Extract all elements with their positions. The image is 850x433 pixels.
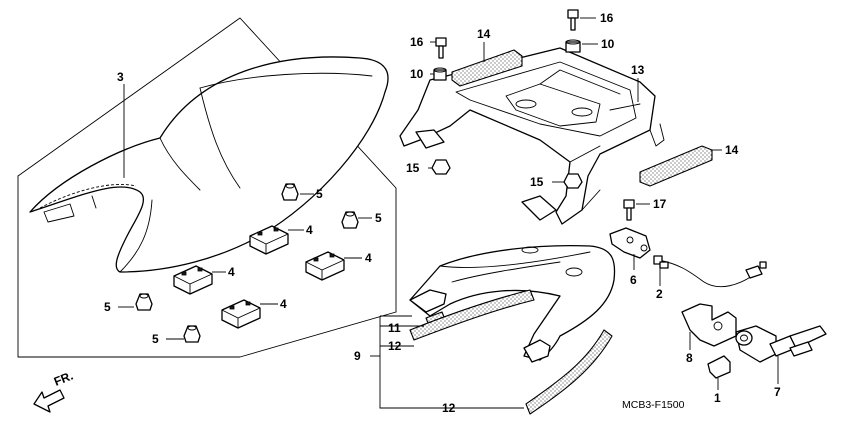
pad-part-14-top xyxy=(451,49,523,87)
callout-15: 15 xyxy=(406,161,420,175)
rear-cowl-part-9 xyxy=(409,245,616,363)
pad-part-14-right xyxy=(639,145,713,187)
drawing-code: MCB3-F1500 xyxy=(622,399,685,411)
collar-part-10-left xyxy=(433,67,447,81)
callout-9: 9 xyxy=(354,349,361,363)
callout-14: 14 xyxy=(477,27,491,41)
callout-16: 16 xyxy=(410,35,424,49)
callout-labels: 3 5 4 5 4 4 5 4 5 16 10 14 16 10 13 14 1… xyxy=(104,11,781,415)
callout-11: 11 xyxy=(388,321,401,335)
cable-part-2 xyxy=(653,255,767,288)
callout-5: 5 xyxy=(375,211,382,225)
block-part-4-c xyxy=(173,265,213,295)
seal-part-12-top xyxy=(409,289,535,341)
front-direction-label: FR. xyxy=(52,369,75,389)
callout-13: 13 xyxy=(631,63,645,77)
block-part-4-b xyxy=(305,251,345,281)
callout-7: 7 xyxy=(774,385,781,399)
bolt-part-16-right xyxy=(567,9,579,31)
callout-12: 12 xyxy=(442,401,456,415)
seal-part-12-bottom xyxy=(525,329,613,415)
callout-4: 4 xyxy=(228,265,235,279)
callout-15: 15 xyxy=(530,175,544,189)
callout-17: 17 xyxy=(653,197,667,211)
callout-4: 4 xyxy=(306,223,313,237)
bolt-part-16-left xyxy=(435,37,447,59)
callout-5: 5 xyxy=(316,187,323,201)
cushion-part-5-b xyxy=(341,211,359,229)
callout-14: 14 xyxy=(725,143,739,157)
callout-bracket-9 xyxy=(370,315,524,409)
callout-2: 2 xyxy=(656,287,663,301)
callout-4: 4 xyxy=(365,251,372,265)
callout-12: 12 xyxy=(388,339,402,353)
callout-8: 8 xyxy=(686,351,693,365)
rubber-part-15-left xyxy=(431,159,451,175)
rear-carrier-part-13 xyxy=(399,47,665,225)
front-direction-arrow-icon xyxy=(33,389,65,413)
lock-stay-part-8 xyxy=(681,303,737,347)
callout-16: 16 xyxy=(600,11,614,25)
callout-3: 3 xyxy=(117,70,124,84)
block-part-4-a xyxy=(249,225,289,255)
bolt-part-17 xyxy=(623,199,635,221)
callout-6: 6 xyxy=(630,273,637,287)
cushion-part-5-c xyxy=(135,293,153,311)
callout-1: 1 xyxy=(714,391,721,405)
seat-part-3 xyxy=(29,56,389,273)
callout-4: 4 xyxy=(280,297,287,311)
lock-bracket-part-6 xyxy=(609,227,651,259)
key-part-7 xyxy=(769,325,827,357)
leader-lines xyxy=(118,17,779,390)
clip-part-1 xyxy=(707,355,731,379)
rubber-part-15-right xyxy=(563,173,583,189)
collar-part-10-right xyxy=(565,39,581,53)
callout-10: 10 xyxy=(601,37,615,51)
cushion-part-5-a xyxy=(281,183,299,201)
cushion-part-5-d xyxy=(183,325,201,343)
block-part-4-d xyxy=(221,299,261,329)
callout-5: 5 xyxy=(152,332,159,346)
callout-5: 5 xyxy=(104,300,111,314)
callout-10: 10 xyxy=(410,67,424,81)
